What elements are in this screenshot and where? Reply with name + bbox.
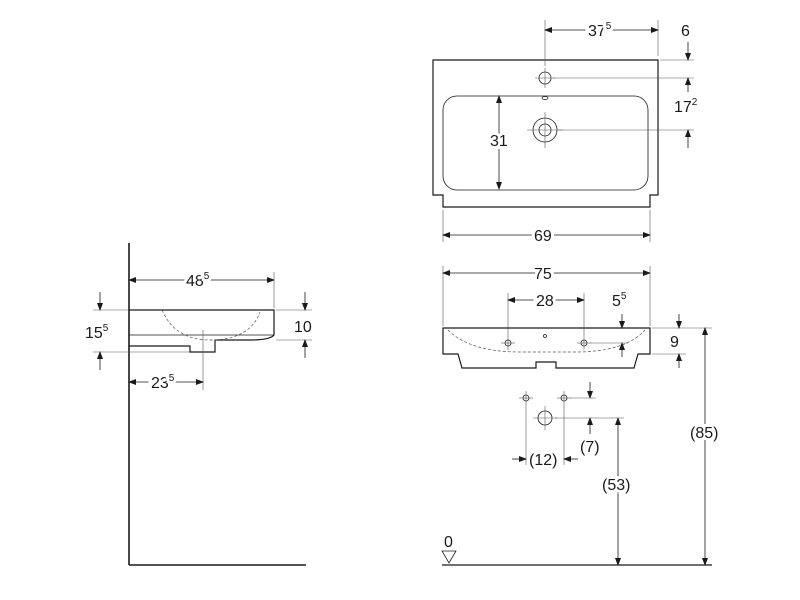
dim-75-label: 75	[534, 266, 552, 283]
front-view: 75 28 55 9 (85)	[441, 263, 721, 566]
side-view: 485 155 10 235	[85, 243, 312, 566]
top-view-bowl	[442, 95, 649, 191]
dim-12-label: (12)	[529, 452, 557, 469]
side-bowl-hidden	[161, 309, 261, 341]
dim-85-label: (85)	[690, 425, 718, 442]
dim-5-5-label: 55	[612, 291, 627, 310]
front-tap-marker-left	[501, 336, 515, 350]
front-tap-marker-right	[577, 336, 591, 350]
floor-level-triangle	[441, 550, 457, 564]
floor-level-label: 0	[444, 534, 453, 551]
dim-9-label: 9	[670, 334, 679, 351]
dim-17-2-label: 172	[674, 97, 698, 116]
dim-69-label: 69	[534, 228, 552, 245]
front-overflow-marker	[543, 334, 547, 338]
supply-marker-right	[557, 391, 571, 405]
dim-37-5-label: 375	[588, 21, 612, 40]
dim-10-label: 10	[294, 319, 312, 336]
waste-outlet-marker	[533, 406, 557, 430]
dim-31-label: 31	[490, 133, 508, 150]
front-bowl-hidden	[447, 329, 646, 353]
dim-28-label: 28	[536, 293, 554, 310]
top-view: 375 6 172 31 69	[432, 18, 698, 248]
dim-7-label: (7)	[580, 439, 600, 456]
dim-48-5-label: 485	[186, 271, 210, 290]
top-view-basin-outline	[432, 59, 659, 208]
supply-marker-left	[519, 391, 533, 405]
dim-15-5-label: 155	[85, 323, 109, 342]
front-basin-outline	[442, 327, 651, 369]
overflow-slot	[541, 96, 549, 100]
side-basin-profile	[129, 309, 275, 353]
dim-23-5-label: 235	[151, 373, 175, 392]
dim-53-label: (53)	[602, 477, 630, 494]
dim-6-label: 6	[681, 23, 690, 40]
